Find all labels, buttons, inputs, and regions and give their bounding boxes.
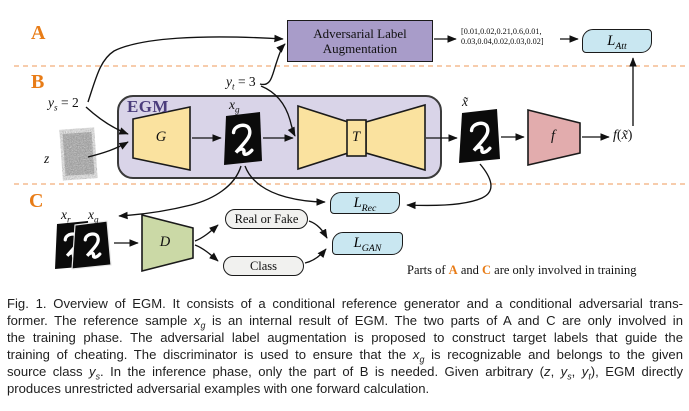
caption-line: former. The reference sample xg is an in… (7, 313, 683, 331)
digit-image-xg-c (71, 220, 112, 270)
fx-output-label: f(x̃) (613, 128, 633, 143)
xr-label: xr (61, 207, 71, 225)
class-label: Class (249, 258, 278, 273)
generator-letter: G (155, 129, 167, 145)
classifier-letter: f (550, 128, 556, 144)
section-label-a: A (31, 22, 46, 44)
arrow-ys-to-ala (87, 34, 284, 103)
ala-line2: Augmentation (322, 41, 398, 56)
vector-line1: [0.01,0.02,0.21,0.6,0.01, (461, 27, 542, 36)
real-or-fake-badge: Real or Fake (225, 209, 308, 229)
vector-line2: 0.03,0.04,0.02,0.03,0.02] (461, 36, 544, 46)
caption-line: produces unrestricted adversarial exampl… (7, 381, 430, 396)
latt-label: LAtt (607, 32, 627, 52)
class-badge: Class (223, 256, 304, 276)
ala-line1: Adversarial Label (313, 25, 407, 41)
discriminator-block (141, 213, 194, 273)
arrow-realfake-to-lgan (308, 220, 328, 239)
adversarial-label-augmentation-box: Adversarial Label Augmentation (287, 20, 433, 62)
lrec-label: LRec (353, 194, 377, 214)
augmented-label-vector: [0.01,0.02,0.21,0.6,0.01, 0.03,0.04,0.02… (461, 27, 544, 47)
lgan-label: LGAN (353, 235, 382, 254)
figure-caption: Fig. 1. Overview of EGM. It consists of … (7, 295, 683, 397)
arrow-wires (85, 34, 637, 264)
arrow-d-to-realfake (194, 224, 219, 242)
xtilde-label: x̃ (462, 94, 468, 109)
transformer-bottleneck (346, 119, 367, 157)
digit-image-xg (224, 112, 262, 165)
z-label: z (44, 151, 50, 166)
arrow-xtilde-to-lrec (406, 163, 492, 210)
arrow-ys-to-generator (85, 106, 129, 135)
noise-image-z (62, 132, 95, 176)
arrow-xg-to-lrec (244, 165, 326, 206)
training-note: Parts of A and C are only involved in tr… (407, 263, 637, 277)
latt-loss-box: LAtt (582, 29, 652, 53)
diagram-wires-svg (14, 34, 687, 273)
caption-line: the training phase. The adversarial labe… (7, 330, 683, 345)
discriminator-letter: D (159, 234, 171, 250)
xg-label: xg (229, 97, 240, 115)
arrow-d-to-class (194, 244, 219, 262)
arrow-xg-to-c-images (118, 165, 242, 220)
lrec-loss-box: LRec (330, 192, 400, 214)
egm-title: EGM (127, 97, 169, 116)
caption-line: Fig. 1. Overview of EGM. It consists of … (7, 296, 683, 311)
arrow-yt-to-transformer (260, 85, 296, 137)
transformer-decoder (365, 103, 426, 172)
generator-block (132, 106, 191, 171)
arrow-class-to-lgan (304, 248, 327, 264)
digit-image-xtilde (459, 109, 500, 163)
classifier-block (527, 108, 581, 167)
caption-line: source class ys. In the inference phase,… (7, 364, 683, 382)
yt-label: yt = 3 (226, 74, 256, 92)
lgan-loss-box: LGAN (332, 232, 403, 255)
xg-c-label: xg (88, 207, 99, 225)
ys-label: ys = 2 (48, 95, 79, 113)
transformer-letter: T (351, 129, 361, 145)
arrow-yt-to-ala (259, 43, 286, 86)
arrow-z-to-generator (87, 141, 129, 158)
caption-line: training of cheating. The discriminator … (7, 347, 683, 365)
section-label-b: B (31, 71, 45, 93)
real-or-fake-label: Real or Fake (234, 211, 299, 226)
section-label-c: C (29, 190, 44, 212)
